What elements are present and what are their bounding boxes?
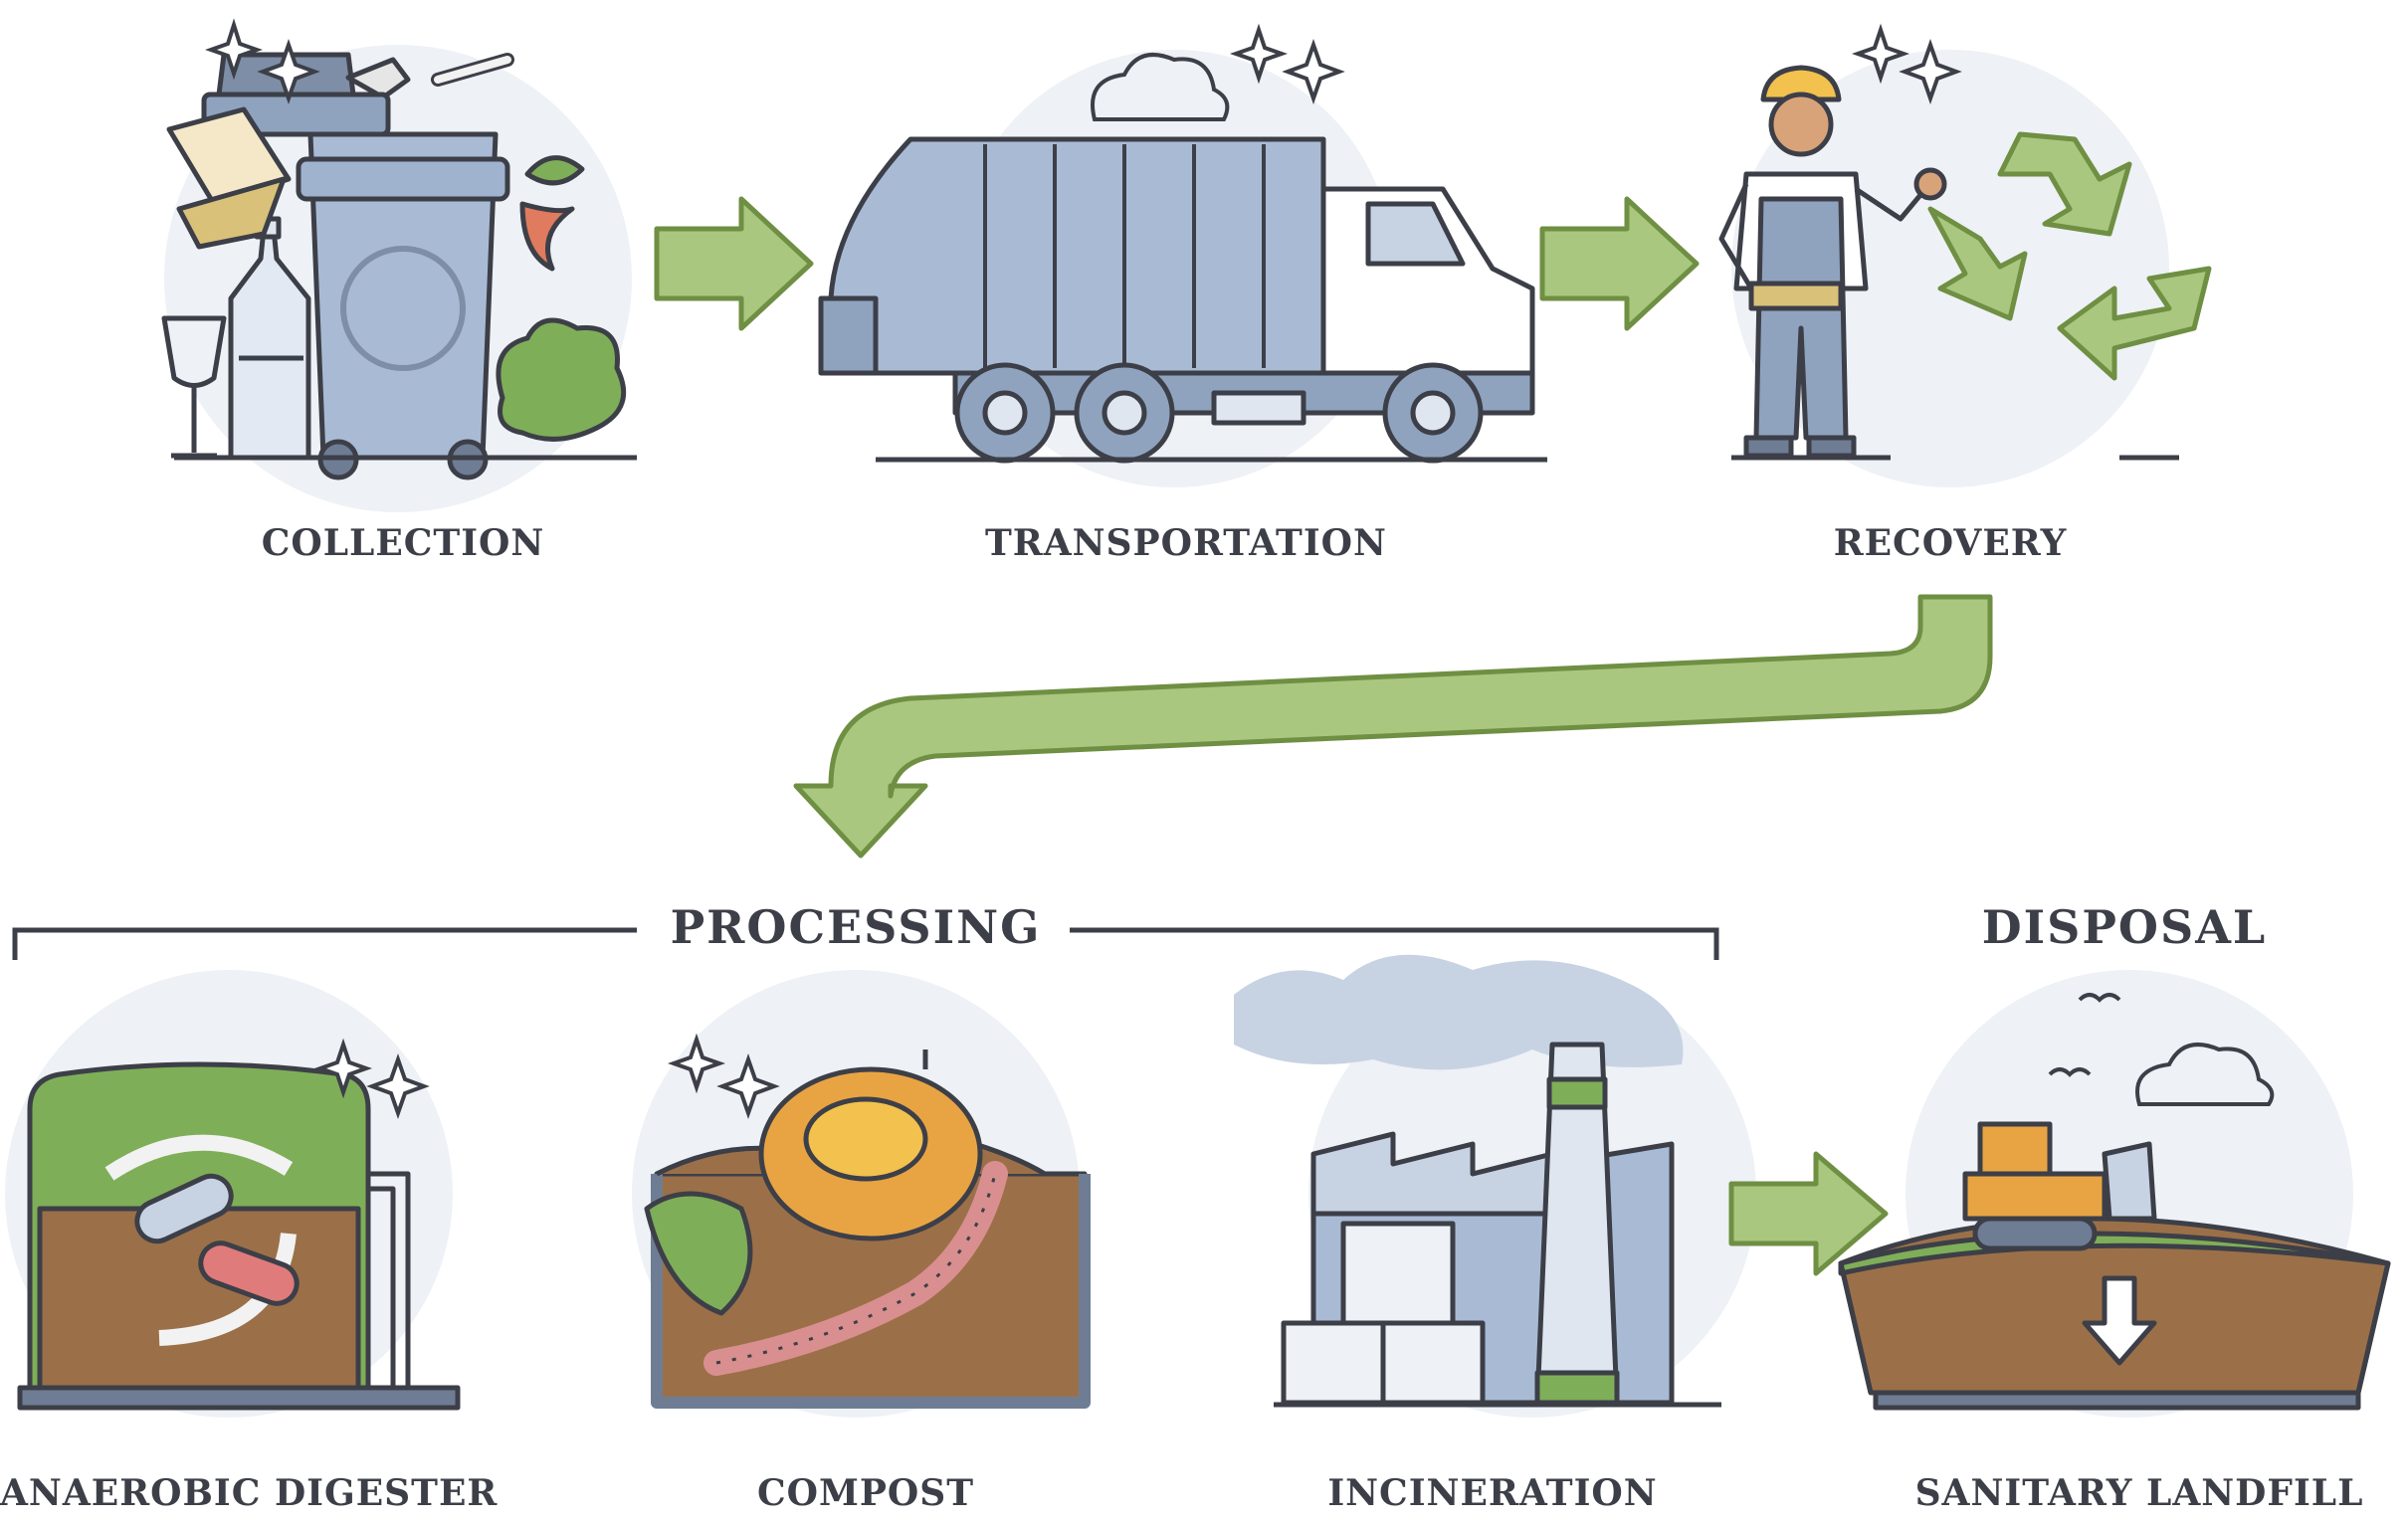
flow-arrow-collection-to-transportation — [654, 196, 814, 331]
recycle-symbol-icon — [1927, 131, 2212, 381]
step-label-incineration: INCINERATION — [1327, 1472, 1658, 1514]
bird-icon — [2048, 993, 2121, 1077]
group-label-processing: PROCESSING — [670, 900, 1042, 954]
sparkle-icon — [204, 18, 320, 105]
step-label-transportation: TRANSPORTATION — [985, 522, 1387, 564]
step-label-anaerobic-digester: ANAEROBIC DIGESTER — [0, 1472, 499, 1514]
garbage-truck-icon — [818, 136, 1547, 464]
sparkle-icon — [667, 1033, 780, 1120]
flow-arrow-processing-to-disposal — [1728, 1151, 1889, 1276]
group-label-disposal: DISPOSAL — [1981, 900, 2268, 954]
compost-icon — [644, 1049, 1091, 1409]
step-label-recovery: RECOVERY — [1833, 522, 2068, 564]
sparkle-icon — [313, 1038, 430, 1120]
anaerobic-digester-icon — [17, 1061, 461, 1411]
sparkle-icon — [1229, 23, 1345, 105]
flow-arrow-transportation-to-recovery — [1539, 196, 1700, 331]
step-label-collection: COLLECTION — [261, 522, 545, 564]
incineration-plant-icon — [1234, 954, 1721, 1408]
cloud-icon — [2135, 1043, 2275, 1106]
cloud-icon — [1091, 53, 1230, 121]
landfill-bulldozer-icon — [1838, 1121, 2391, 1411]
flow-arrow-recovery-to-processing — [793, 594, 1993, 858]
step-label-compost: COMPOST — [756, 1472, 975, 1514]
processing-bracket — [12, 927, 1719, 960]
step-label-sanitary-landfill: SANITARY LANDFILL — [1914, 1472, 2364, 1514]
recycling-worker-icon — [1718, 65, 1947, 461]
waste-bin-icon — [161, 52, 637, 480]
sparkle-icon — [1851, 23, 1962, 105]
